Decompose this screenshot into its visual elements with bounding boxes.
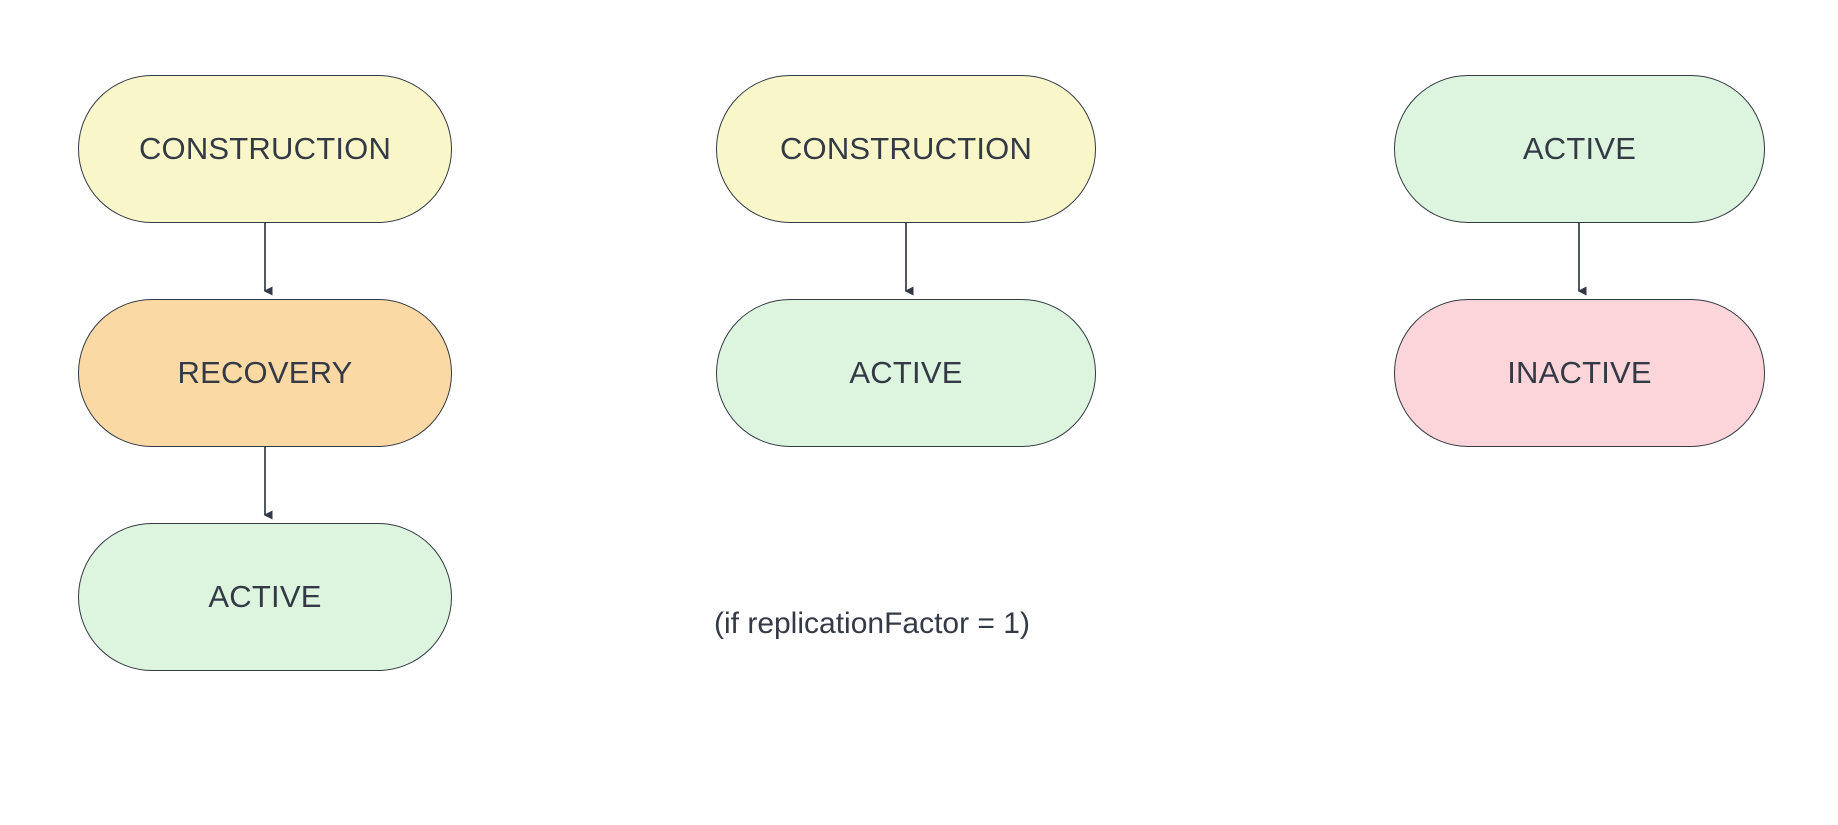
state-node-label: ACTIVE (849, 355, 963, 391)
state-node-label: RECOVERY (177, 355, 353, 391)
state-node-label: ACTIVE (208, 579, 322, 615)
state-node-recovery[interactable]: RECOVERY (78, 299, 452, 447)
state-node-label: CONSTRUCTION (138, 131, 392, 167)
state-node-label: INACTIVE (1507, 355, 1652, 391)
state-node-active-2[interactable]: ACTIVE (716, 299, 1096, 447)
state-node-active-1[interactable]: ACTIVE (78, 523, 452, 671)
state-node-active-3[interactable]: ACTIVE (1394, 75, 1765, 223)
state-node-label: CONSTRUCTION (779, 131, 1033, 167)
state-node-construction-1[interactable]: CONSTRUCTION (78, 75, 452, 223)
state-node-construction-2[interactable]: CONSTRUCTION (716, 75, 1096, 223)
replication-factor-caption: (if replicationFactor = 1) (714, 607, 1030, 640)
state-node-label: ACTIVE (1522, 131, 1637, 167)
state-node-inactive[interactable]: INACTIVE (1394, 299, 1765, 447)
